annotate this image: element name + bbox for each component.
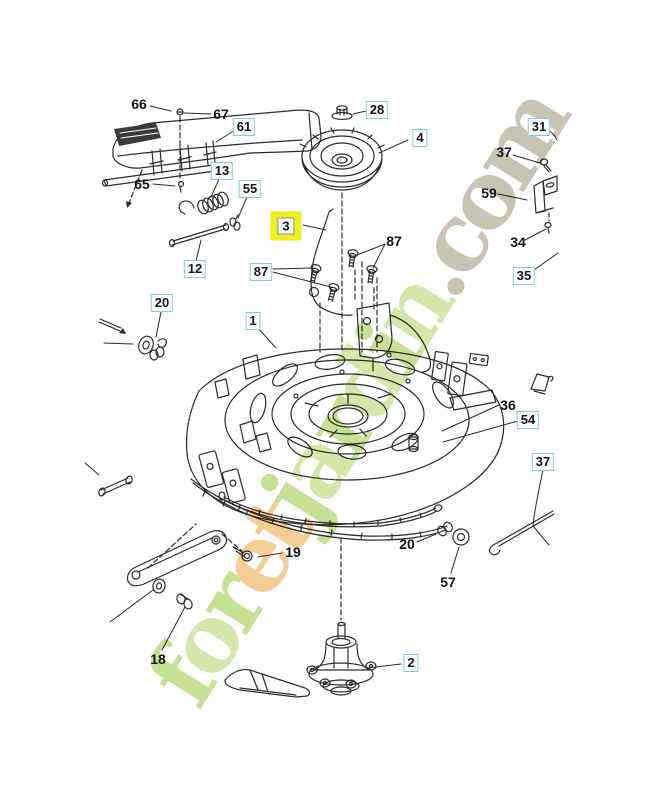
leader-lines [84, 105, 559, 669]
part-label-37: 37 [496, 144, 512, 160]
front-cable-drawing [218, 491, 443, 528]
part-label-55: 55 [238, 180, 262, 198]
left-cable-hardware-drawing [98, 318, 168, 361]
part-label-20: 20 [399, 536, 415, 552]
part-label-20: 20 [150, 294, 174, 312]
part-label-57: 57 [440, 574, 456, 590]
nut-drawing [331, 105, 353, 121]
part-label-87: 87 [249, 263, 273, 281]
left-small-tube-drawing [98, 475, 133, 497]
part-label-3: 3 [270, 211, 302, 241]
belt-guide-bracket-drawing [356, 302, 432, 373]
highlighted-part-number: 3 [277, 217, 295, 235]
spindle-drawing [306, 537, 377, 696]
part-label-2: 2 [403, 654, 419, 672]
part-label-18: 18 [150, 651, 166, 667]
part-label-12: 12 [183, 260, 207, 278]
part-label-34: 34 [510, 234, 526, 250]
part-label-66: 66 [131, 96, 147, 112]
right-bracket-drawing [533, 158, 558, 234]
pulley-drawing [299, 105, 385, 353]
part-label-35: 35 [512, 267, 536, 285]
cable-drawing [308, 208, 353, 316]
part-label-1: 1 [245, 312, 261, 330]
part-label-59: 59 [481, 185, 497, 201]
part-label-65: 65 [134, 176, 150, 192]
deck-cover-drawing [101, 108, 322, 208]
bolts-87-drawing [309, 249, 378, 353]
part-label-19: 19 [285, 544, 301, 560]
part-label-67: 67 [213, 106, 229, 122]
part-label-61: 61 [232, 118, 256, 136]
deck-drawing [185, 348, 554, 541]
part-label-54: 54 [516, 411, 540, 429]
part-label-36: 36 [500, 397, 516, 413]
spring-and-rod-drawing [168, 191, 241, 248]
blade-drawing [224, 668, 311, 698]
right-rod-drawing [437, 510, 555, 556]
part-label-37: 37 [531, 453, 555, 471]
part-label-87: 87 [386, 233, 402, 249]
part-label-13: 13 [210, 162, 234, 180]
part-label-31: 31 [527, 118, 551, 136]
part-label-4: 4 [412, 129, 428, 147]
suspension-arm-drawing [126, 523, 253, 610]
part-label-28: 28 [365, 101, 389, 119]
